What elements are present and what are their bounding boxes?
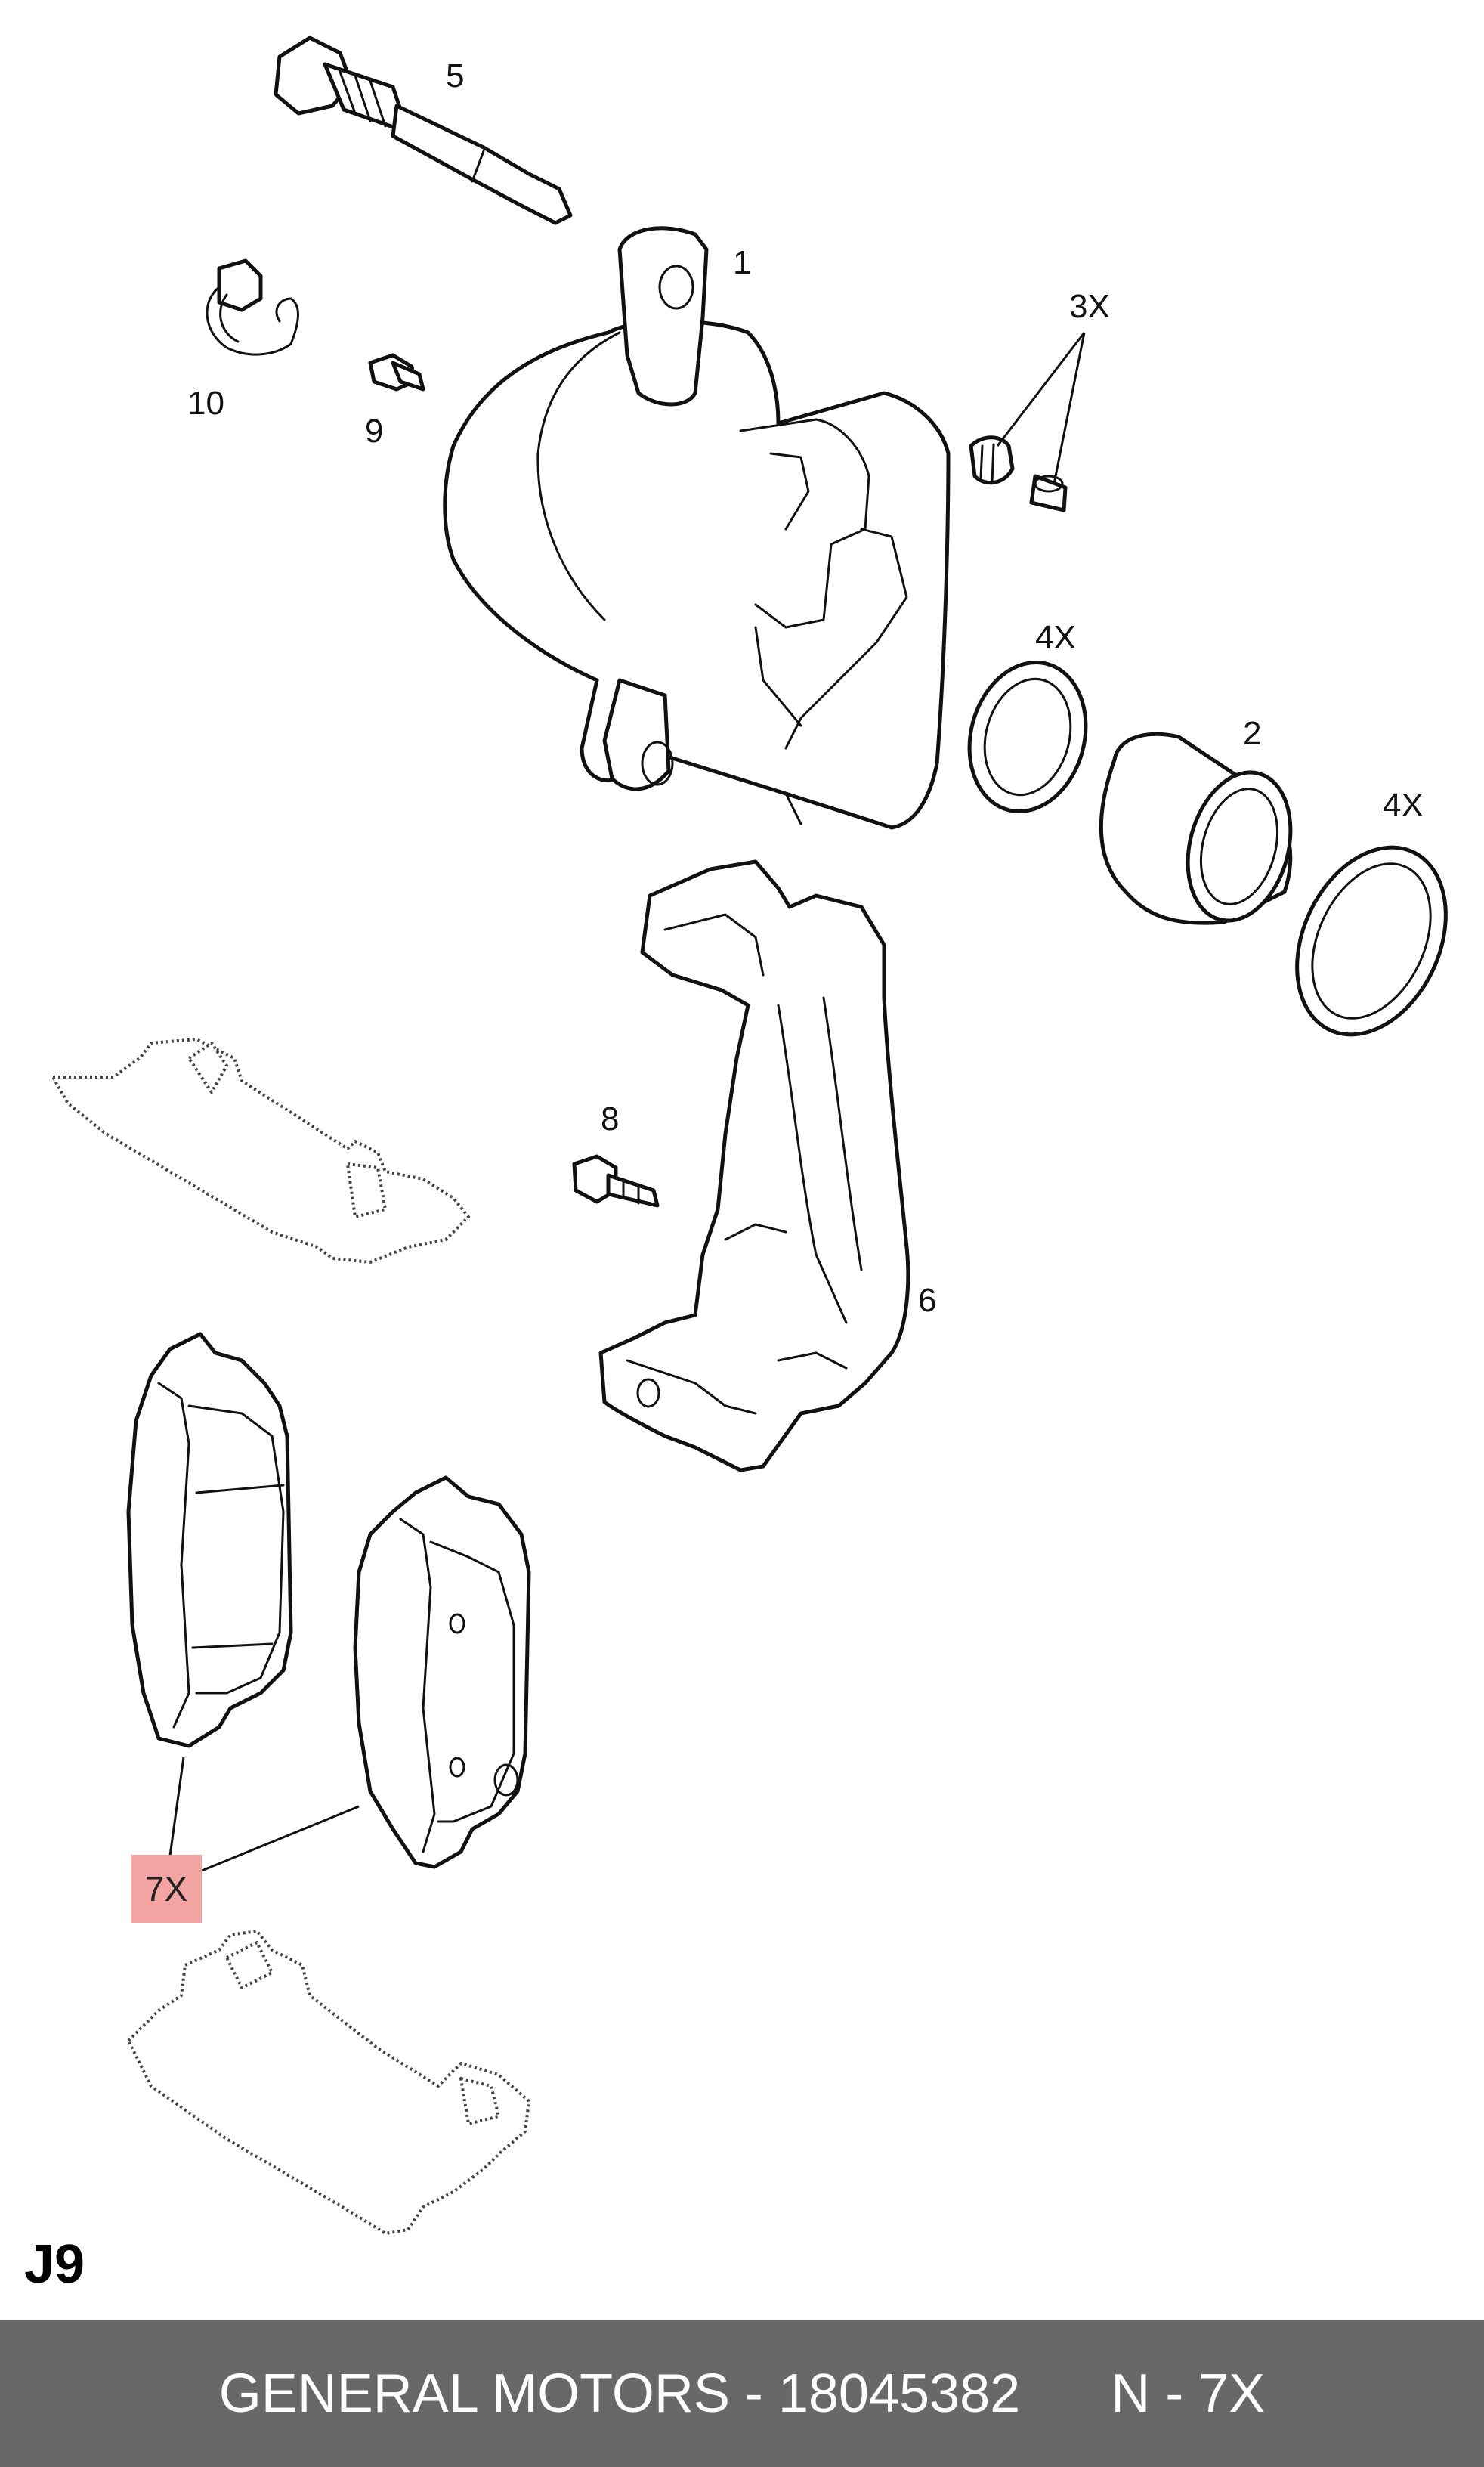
leader-line [168, 1757, 185, 1856]
callout-2: 2 [1243, 715, 1261, 752]
leader-line [201, 1805, 360, 1872]
quantity-label: N - 7X [1111, 2363, 1266, 2424]
callout-7: 7X [144, 1869, 188, 1908]
dust-boot [1295, 845, 1448, 1037]
exploded-brake-diagram: 5 1 3X 4X 2 4X 10 9 8 6 [51, 36, 1448, 2235]
brake-pad-inner [126, 1332, 293, 1748]
manufacturer-part-number: GENERAL MOTORS - 18045382 [218, 2363, 1021, 2424]
leader-line [996, 332, 1086, 447]
callout-10: 10 [187, 385, 224, 422]
section-code: J9 [24, 2234, 85, 2295]
footer-bar: GENERAL MOTORS - 18045382 N - 7X [0, 2320, 1484, 2467]
footer-spacer [1020, 2363, 1111, 2425]
guide-pin-bolt [274, 36, 573, 225]
anti-rattle-plate-lower [127, 1930, 530, 2235]
caliper-bracket [598, 859, 910, 1472]
bracket-bolt [572, 1154, 660, 1208]
callout-5: 5 [446, 57, 464, 94]
callout-9: 9 [365, 413, 383, 450]
callout-6: 6 [918, 1282, 936, 1319]
piston-seal [967, 660, 1088, 814]
callout-1: 1 [733, 244, 751, 281]
callout-7-highlight: 7X [131, 1855, 202, 1923]
callout-4-seal: 4X [1035, 619, 1076, 656]
guide-bushings [969, 435, 1068, 512]
bleeder-screw [368, 353, 425, 392]
leader-line [1053, 332, 1086, 484]
brake-pad-outer [353, 1475, 531, 1869]
caliper-housing [443, 226, 951, 830]
callout-3: 3X [1069, 288, 1110, 325]
spring-clip [206, 258, 299, 356]
callout-4-boot: 4X [1383, 787, 1424, 824]
callout-8: 8 [601, 1100, 619, 1138]
anti-rattle-plate-upper [51, 1038, 470, 1264]
caliper-piston [1099, 732, 1293, 925]
